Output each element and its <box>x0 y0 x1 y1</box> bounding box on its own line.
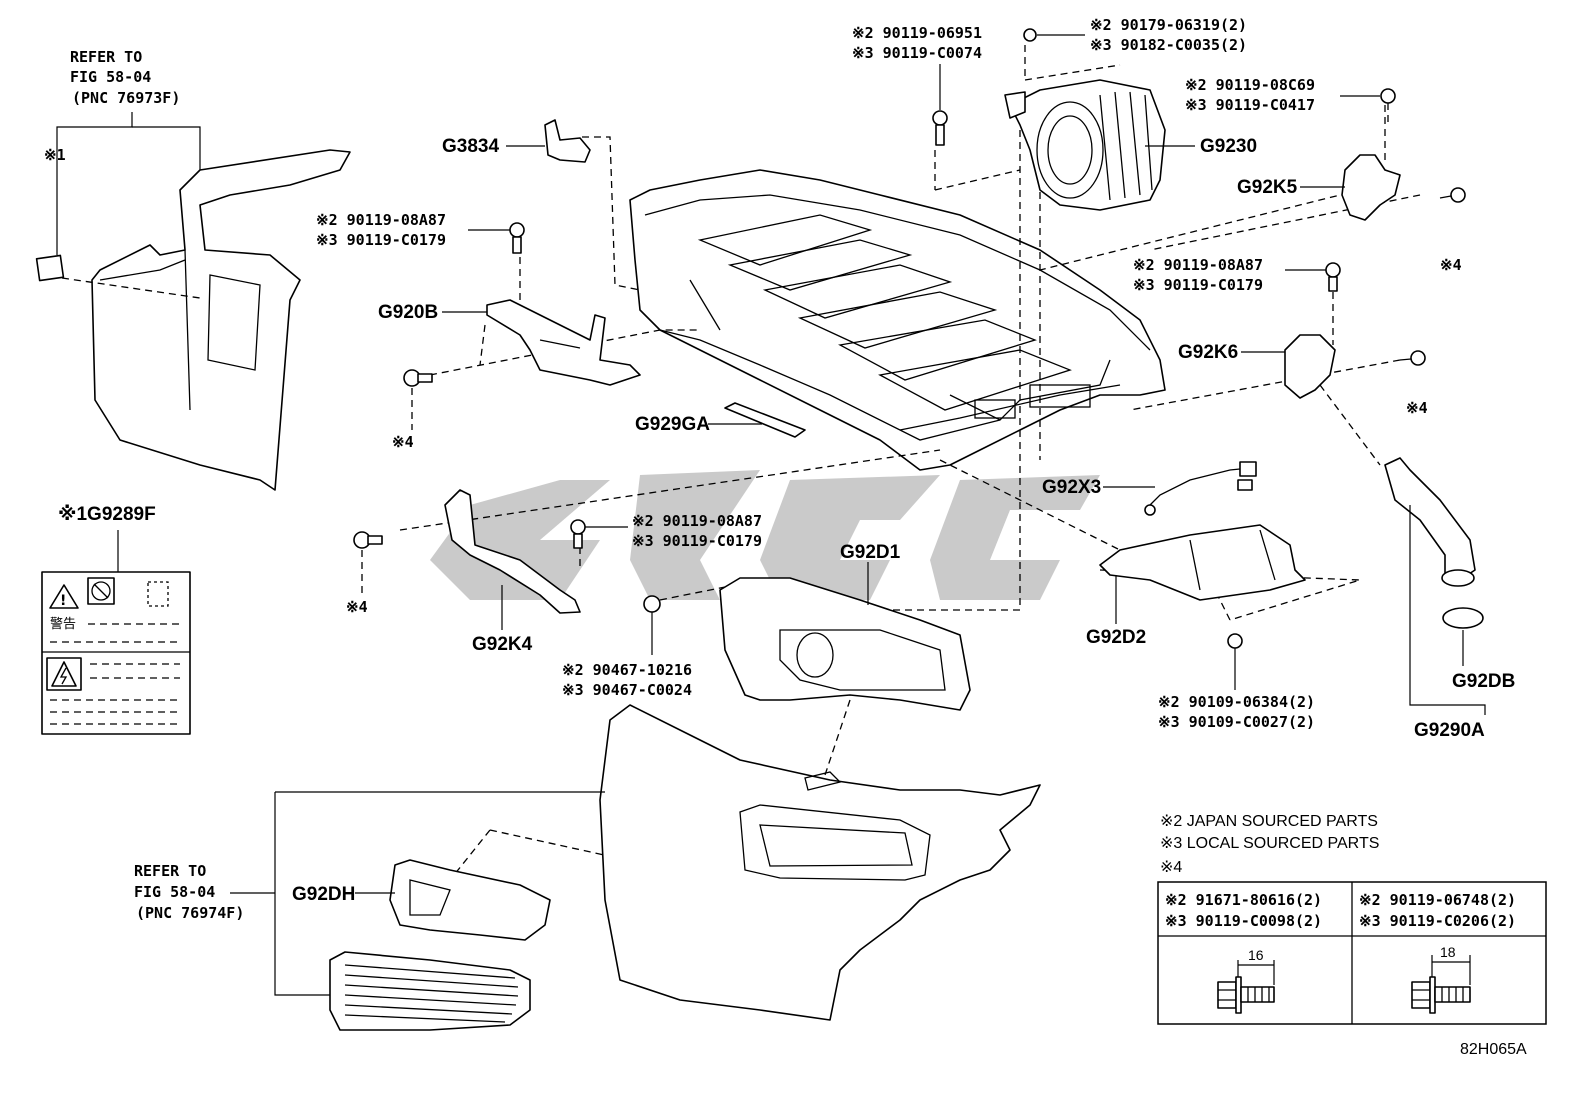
label-g92k4: G92K4 <box>472 634 533 655</box>
refer-top-line3: (PNC 76973F) <box>72 89 180 107</box>
legend: ※2 JAPAN SOURCED PARTS ※3 LOCAL SOURCED … <box>1160 813 1379 876</box>
refer-top-line2: FIG 58-04 <box>70 68 151 86</box>
label-g92dh: G92DH <box>292 884 355 905</box>
mark4-d: ※4 <box>346 598 368 616</box>
pn-a2: ※3 90119-C0074 <box>852 44 982 62</box>
pn-f1: ※2 90119-08A87 <box>632 512 762 530</box>
pn-a1: ※2 90119-06951 <box>852 24 982 42</box>
refer-top-block: REFER TO FIG 58-04 (PNC 76973F) ※1 <box>44 48 201 255</box>
refer-bottom-block: REFER TO FIG 58-04 (PNC 76974F) <box>134 791 605 996</box>
battery-pack <box>629 169 1166 471</box>
pn-h2: ※3 90109-C0027(2) <box>1158 713 1315 731</box>
guide-lines <box>399 45 1421 901</box>
bracket-g920b <box>486 299 641 386</box>
duct-g9290a <box>1384 457 1486 715</box>
mark4-labels: ※4 ※4 ※4 ※4 <box>346 256 1462 616</box>
mark1-top: ※1 <box>44 146 66 164</box>
duct-g92d2 <box>1099 524 1306 601</box>
pn-g2: ※3 90467-C0024 <box>562 681 692 699</box>
label-g92db: G92DB <box>1452 671 1515 692</box>
grommet-g92db <box>1442 607 1484 629</box>
bolt-16-icon: 16 <box>1217 947 1275 1014</box>
bolt-icon <box>932 110 948 146</box>
pn-e2: ※3 90119-C0179 <box>1133 276 1263 294</box>
label-g9230: G9230 <box>1200 136 1257 157</box>
label-g9290a: G9290A <box>1414 720 1485 741</box>
mark4-c: ※4 <box>392 433 414 451</box>
table-right-pn1: ※2 90119-06748(2) <box>1359 891 1516 909</box>
label-g92k5: G92K5 <box>1237 177 1298 198</box>
bolt-icon <box>403 369 433 430</box>
bracket-g92k4 <box>444 489 581 614</box>
bracket-g3834 <box>544 119 591 163</box>
grille-panel <box>329 951 531 1031</box>
label-g92k6: G92K6 <box>1178 342 1238 363</box>
bolt-icon <box>1439 187 1466 203</box>
bracket-g92k5 <box>1341 154 1401 221</box>
diagram-code: 82H065A <box>1460 1041 1527 1058</box>
legend-line2: ※3 LOCAL SOURCED PARTS <box>1160 835 1379 852</box>
bolt-icon <box>1325 262 1341 292</box>
mark4-b: ※4 <box>1406 399 1428 417</box>
label-g9289f: ※1G9289F <box>58 504 156 525</box>
left-side-panel <box>35 149 351 491</box>
pn-e1: ※2 90119-08A87 <box>1133 256 1263 274</box>
legend-line3: ※4 <box>1160 859 1182 876</box>
pn-d1: ※2 90119-08A87 <box>316 211 446 229</box>
refer-top-line1: REFER TO <box>70 48 142 66</box>
part-numbers: ※2 90119-06951 ※3 90119-C0074 ※2 90179-0… <box>316 16 1380 731</box>
pn-b2: ※3 90182-C0035(2) <box>1090 36 1247 54</box>
refer-bottom-line3: (PNC 76974F) <box>136 904 244 922</box>
bolt-icon <box>353 531 383 595</box>
bolt-icon <box>1023 28 1037 42</box>
bolt-icon <box>509 222 525 254</box>
refer-bottom-line2: FIG 58-04 <box>134 883 215 901</box>
table-right-pn2: ※3 90119-C0206(2) <box>1359 912 1516 930</box>
labels: G3834 G9230 G92K5 G920B G92K6 G929GA G92… <box>292 136 1515 905</box>
mark4-a: ※4 <box>1440 256 1462 274</box>
pn-d2: ※3 90119-C0179 <box>316 231 446 249</box>
pn-c2: ※3 90119-C0417 <box>1185 96 1315 114</box>
label-g3834: G3834 <box>442 136 499 157</box>
bolt-icon <box>643 595 661 655</box>
fan-assembly <box>1004 79 1166 211</box>
pn-c1: ※2 90119-08C69 <box>1185 76 1315 94</box>
lower-side-panel <box>599 704 1041 1021</box>
dim-18: 18 <box>1440 944 1456 960</box>
label-g920b: G920B <box>378 302 438 323</box>
sensor-g92x3 <box>1144 461 1257 516</box>
bolt-icon <box>1227 633 1243 690</box>
duct-g92d1 <box>719 577 971 711</box>
label-g929ga: G929GA <box>635 414 710 435</box>
bolt-18-icon: 18 <box>1411 944 1471 1014</box>
bracket-g92k6 <box>1284 334 1336 399</box>
warning-triangle-icon <box>49 584 79 609</box>
caution-label-group: ※1G9289F ! 警告 <box>41 504 191 735</box>
pn-f2: ※3 90119-C0179 <box>632 532 762 550</box>
label-g92d1: G92D1 <box>840 542 901 563</box>
duct-g92dh <box>389 859 551 941</box>
bolt-icon <box>1380 88 1396 125</box>
watermark <box>430 470 1100 600</box>
dim-16: 16 <box>1248 947 1264 963</box>
bolt-icon <box>1399 350 1426 366</box>
pn-h1: ※2 90109-06384(2) <box>1158 693 1315 711</box>
table-left-pn2: ※3 90119-C0098(2) <box>1165 912 1322 930</box>
label-g92d2: G92D2 <box>1086 627 1146 648</box>
pad-g929ga <box>724 402 806 438</box>
pn-b1: ※2 90179-06319(2) <box>1090 16 1247 34</box>
pn-g1: ※2 90467-10216 <box>562 661 692 679</box>
svg-text:!: ! <box>60 593 66 609</box>
bolt-table: ※2 91671-80616(2) ※3 90119-C0098(2) ※2 9… <box>1157 881 1547 1025</box>
table-left-pn1: ※2 91671-80616(2) <box>1165 891 1322 909</box>
legend-line1: ※2 JAPAN SOURCED PARTS <box>1160 813 1378 830</box>
refer-bottom-line1: REFER TO <box>134 862 206 880</box>
label-g92x3: G92X3 <box>1042 477 1101 498</box>
caution-label-text: 警告 <box>50 616 76 632</box>
bolts <box>353 28 1466 690</box>
